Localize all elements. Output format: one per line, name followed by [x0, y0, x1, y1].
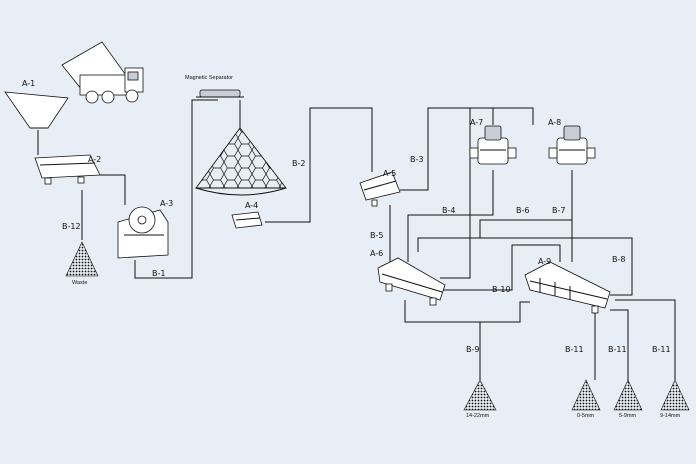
label-b9: B-9: [466, 345, 479, 354]
pile-0-5mm: [571, 379, 601, 411]
feeder-a4: [231, 211, 263, 229]
label-a4: A-4: [245, 201, 258, 210]
label-pile-5-9: 5-9mm: [619, 413, 637, 419]
label-b4: B-4: [442, 206, 455, 215]
jaw-crusher-a3: [117, 206, 169, 259]
screen-a5: [359, 171, 401, 207]
cone-crusher-a8: [548, 125, 596, 165]
label-b10: B-10: [492, 285, 511, 294]
conveyor-lines: [37, 99, 676, 380]
label-b11-c: B-11: [652, 345, 671, 354]
label-magnetic-separator: Magnetic Separator: [185, 75, 233, 81]
label-a6: A-6: [370, 249, 383, 258]
label-b5: B-5: [370, 231, 383, 240]
pile-5-9mm: [613, 379, 643, 411]
label-pile-14-22: 14-22mm: [466, 413, 490, 419]
waste-pile: [65, 241, 99, 277]
dump-truck-icon: [61, 41, 144, 104]
label-b8: B-8: [612, 255, 625, 264]
pile-9-14mm: [660, 379, 690, 411]
label-b6: B-6: [516, 206, 529, 215]
label-a7: A-7: [470, 118, 483, 127]
label-a8: A-8: [548, 118, 561, 127]
label-a1: A-1: [22, 79, 35, 88]
label-b11-b: B-11: [608, 345, 627, 354]
label-a2: A-2: [88, 155, 101, 164]
label-a3: A-3: [160, 199, 173, 208]
label-b11-a: B-11: [565, 345, 584, 354]
cone-crusher-a7: [469, 125, 517, 165]
label-b12: B-12: [62, 222, 81, 231]
pile-14-22mm: [463, 379, 497, 411]
label-b1: B-1: [152, 269, 165, 278]
magnetic-separator: [196, 89, 244, 98]
label-a5: A-5: [383, 169, 396, 178]
vibrating-screen-a9: [524, 261, 611, 314]
stockpile-cone: [195, 127, 287, 196]
label-b2: B-2: [292, 159, 305, 168]
hopper-a1: [4, 91, 69, 129]
label-b7: B-7: [552, 206, 565, 215]
label-pile-0-5: 0-5mm: [577, 413, 595, 419]
label-pile-9-14: 9-14mm: [660, 413, 681, 419]
label-waste: Waste: [72, 280, 87, 286]
vibrating-screen-a6: [377, 257, 446, 306]
label-a9: A-9: [538, 257, 551, 266]
vibrating-feeder-a2: [34, 154, 101, 185]
label-b3: B-3: [410, 155, 423, 164]
